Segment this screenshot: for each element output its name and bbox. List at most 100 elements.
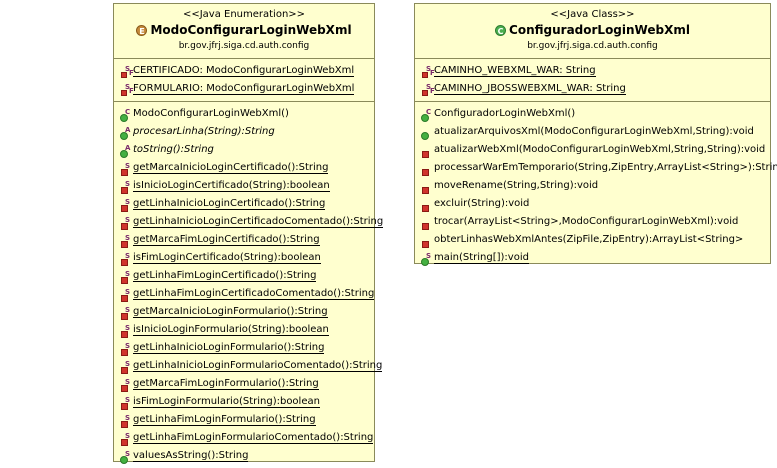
method-label: getLinhaFimLoginFormulario():String <box>133 414 316 426</box>
private-method-icon: S <box>119 360 131 374</box>
private-method-icon: S <box>119 324 131 338</box>
java-class-name: ConfiguradorLoginWebXml <box>509 23 690 37</box>
field-label: CAMINHO_WEBXML_WAR: String <box>434 65 596 77</box>
method-label: processarWarEmTemporario(String,ZipEntry… <box>434 162 777 173</box>
method-label: main(String[]):void <box>434 252 529 264</box>
method-label: getLinhaInicioLoginCertificado():String <box>133 198 326 210</box>
private-method-icon: S <box>119 432 131 446</box>
private-method-icon <box>420 145 432 158</box>
method-label: toString():String <box>133 144 214 155</box>
method-label: getLinhaFimLoginCertificado():String <box>133 270 317 282</box>
method-label: isFimLoginCertificado(String):boolean <box>133 252 321 264</box>
enum-type-icon: E <box>136 24 148 36</box>
method-label: getLinhaInicioLoginFormulario():String <box>133 342 325 354</box>
enum-stereotype: <<Java Enumeration>> <box>182 9 306 20</box>
enum-class-header: <<Java Enumeration>> E ModoConfigurarLog… <box>114 4 374 58</box>
private-method-icon: S <box>119 288 131 302</box>
method-item[interactable]: trocar(ArrayList<String>,ModoConfigurarL… <box>419 213 770 231</box>
method-label: excluir(String):void <box>434 198 530 209</box>
public-method-icon: A <box>119 144 131 158</box>
method-label: trocar(ArrayList<String>,ModoConfigurarL… <box>434 216 739 227</box>
enum-class-box[interactable]: <<Java Enumeration>> E ModoConfigurarLog… <box>113 3 384 464</box>
method-label: atualizarWebXml(ModoConfigurarLoginWebXm… <box>434 144 766 155</box>
field-label: FORMULARIO: ModoConfigurarLoginWebXml <box>133 83 355 95</box>
java-class-box[interactable]: <<Java Class>> C ConfiguradorLoginWebXml… <box>414 3 777 266</box>
method-label: isInicioLoginFormulario(String):boolean <box>133 324 329 336</box>
public-method-icon: S <box>119 450 131 464</box>
java-class-header: <<Java Class>> C ConfiguradorLoginWebXml… <box>415 4 770 58</box>
method-label: ConfiguradorLoginWebXml() <box>434 108 576 119</box>
private-method-icon: S <box>119 378 131 392</box>
method-item[interactable]: excluir(String):void <box>419 195 770 213</box>
method-item[interactable]: processarWarEmTemporario(String,ZipEntry… <box>419 159 777 177</box>
method-item[interactable]: obterLinhasWebXmlAntes(ZipFile,ZipEntry)… <box>419 231 770 249</box>
private-method-icon: S <box>119 162 131 176</box>
method-label: isFimLoginFormulario(String):boolean <box>133 396 320 408</box>
private-method-icon: S <box>119 270 131 284</box>
private-method-icon: S <box>119 198 131 212</box>
method-item[interactable]: atualizarArquivosXml(ModoConfigurarLogin… <box>419 123 770 141</box>
public-method-icon: C <box>119 108 131 122</box>
enum-package: br.gov.jfrj.siga.cd.auth.config <box>178 41 310 51</box>
enum-class-name: ModoConfigurarLoginWebXml <box>150 23 352 37</box>
field-label: CAMINHO_JBOSSWEBXML_WAR: String <box>434 83 626 95</box>
public-method-icon: A <box>119 126 131 140</box>
method-label: atualizarArquivosXml(ModoConfigurarLogin… <box>434 126 754 137</box>
private-method-icon <box>420 199 432 212</box>
private-method-icon: S <box>119 342 131 356</box>
method-label: valuesAsString():String <box>133 450 249 462</box>
method-label: obterLinhasWebXmlAntes(ZipFile,ZipEntry)… <box>434 234 744 245</box>
private-method-icon: S <box>119 216 131 230</box>
method-label: getLinhaFimLoginCertificadoComentado():S… <box>133 288 375 300</box>
class-package: br.gov.jfrj.siga.cd.auth.config <box>527 41 658 51</box>
method-item[interactable]: atualizarWebXml(ModoConfigurarLoginWebXm… <box>419 141 770 159</box>
private-method-icon <box>420 163 432 176</box>
public-method-icon: C <box>420 108 432 122</box>
class-stereotype: <<Java Class>> <box>550 9 635 20</box>
private-method-icon: S <box>119 414 131 428</box>
method-label: getMarcaInicioLoginCertificado():String <box>133 162 329 174</box>
method-label: getMarcaInicioLoginFormulario():String <box>133 306 328 318</box>
private-method-icon <box>420 217 432 230</box>
method-label: getMarcaFimLoginCertificado():String <box>133 234 320 246</box>
private-method-icon: S <box>119 234 131 248</box>
method-item[interactable]: moveRename(String,String):void <box>419 177 770 195</box>
private-method-icon: S <box>119 252 131 266</box>
method-label: moveRename(String,String):void <box>434 180 599 191</box>
method-label: getMarcaFimLoginFormulario():String <box>133 378 319 390</box>
private-method-icon: S <box>119 396 131 410</box>
